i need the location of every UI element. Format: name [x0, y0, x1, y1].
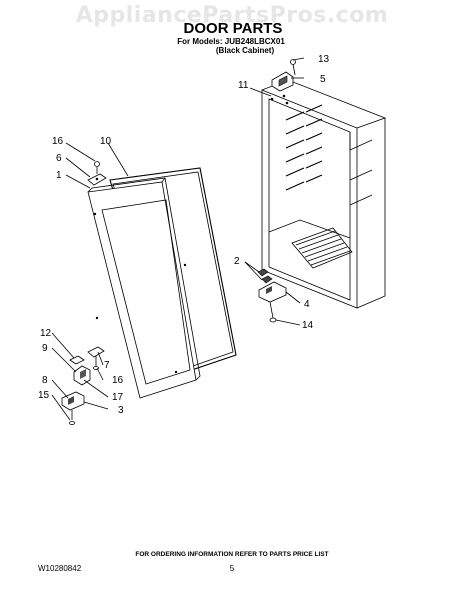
page-number: 5	[230, 564, 235, 573]
callout-labels: 13 5 11 16 10 6 1 2 4 14 12 9 7 16 8 17 …	[38, 54, 330, 416]
footer-note: FOR ORDERING INFORMATION REFER TO PARTS …	[135, 551, 328, 558]
callout-13: 13	[318, 54, 330, 65]
callout-4: 4	[304, 299, 310, 310]
callout-12: 12	[40, 328, 52, 339]
door-frame	[87, 177, 201, 399]
leader-lines	[51, 57, 305, 421]
callout-8: 8	[42, 375, 48, 386]
callout-2: 2	[234, 256, 240, 267]
document-code: W10280842	[38, 564, 82, 573]
watermark: AppliancePartsPros.com	[76, 3, 389, 28]
callout-10: 10	[100, 136, 112, 147]
page-title: DOOR PARTS	[184, 20, 283, 37]
top-hinge	[271, 71, 294, 92]
model-line: For Models: JUB248LBCX01	[177, 37, 285, 46]
callout-1: 1	[56, 170, 62, 181]
callout-15: 15	[38, 390, 50, 401]
door-bottom-hinge	[61, 346, 105, 425]
door-top-hinge	[87, 161, 107, 186]
callout-16-top: 16	[52, 136, 64, 147]
callout-14: 14	[302, 320, 314, 331]
cabinet-line: (Black Cabinet)	[216, 46, 275, 55]
callout-9: 9	[42, 343, 48, 354]
callout-3: 3	[118, 405, 124, 416]
callout-16-bottom: 16	[112, 375, 124, 386]
callout-11: 11	[238, 80, 249, 91]
callout-17: 17	[112, 392, 124, 403]
cabinet-drawing	[261, 79, 387, 309]
callout-6: 6	[56, 153, 62, 164]
top-hinge-screw	[290, 59, 296, 76]
callout-5: 5	[320, 74, 326, 85]
callout-7: 7	[104, 360, 110, 371]
